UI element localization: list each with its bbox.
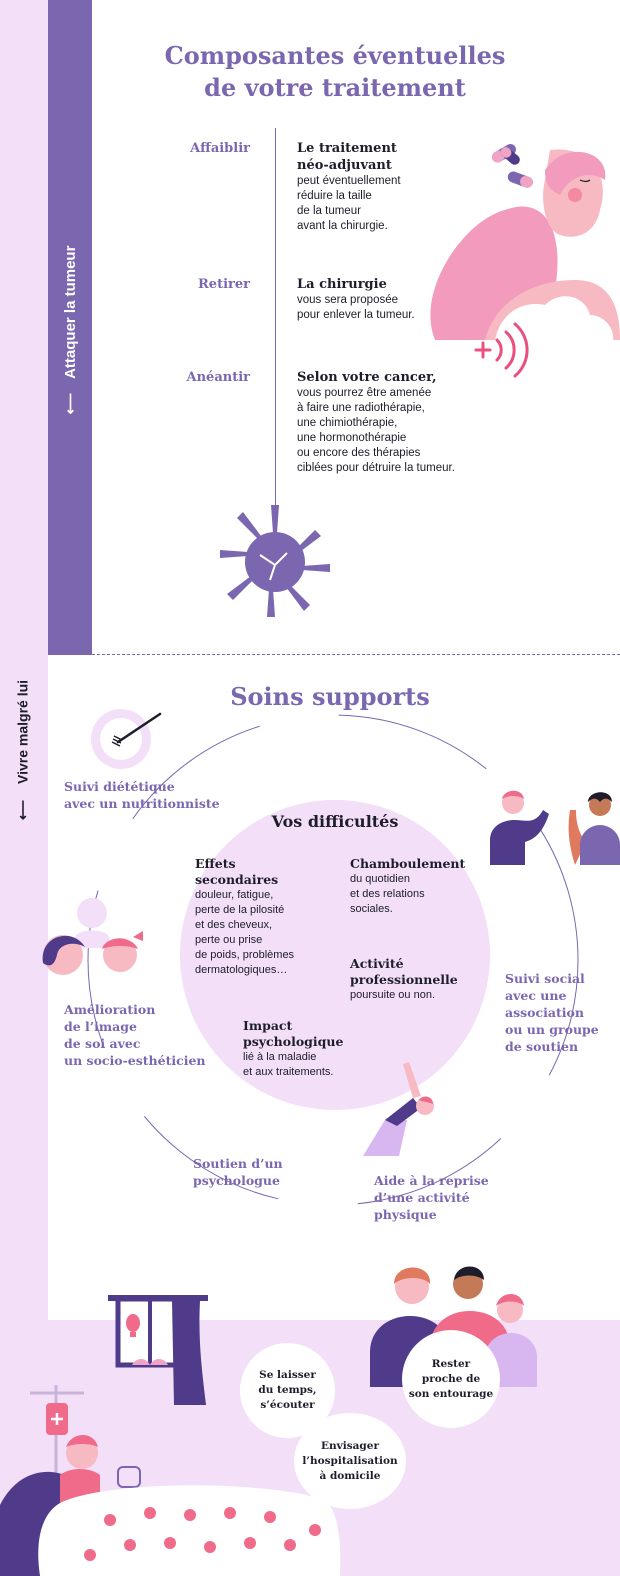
- high-five-illustration: [490, 790, 620, 865]
- plate-fork-icon: [91, 709, 162, 769]
- patient-bed-illustration: [0, 1385, 341, 1576]
- difficulties-circle: [180, 800, 490, 1110]
- step-remove: La chirurgie vous sera proposée pour enl…: [297, 277, 415, 321]
- self-image-illustration: [42, 898, 143, 975]
- bubble-family: Rester proche de son entourage: [402, 1330, 500, 1428]
- difficulty-work: Activité professionnelle poursuite ou no…: [350, 956, 458, 1001]
- support-psy: Soutien d’un psychologue: [193, 1156, 283, 1188]
- support-sport: Aide à la reprise d’une activité physiqu…: [374, 1173, 489, 1222]
- bubble-home-hospital: Envisager l’hospitalisation à domicile: [294, 1413, 406, 1509]
- support-diet: Suivi diététique avec un nutritionniste: [64, 779, 220, 811]
- treatment-title: Composantes éventuelles de votre traitem…: [164, 41, 506, 102]
- supports-ring: [87, 714, 579, 1206]
- support-social: Suivi social avec une association ou un …: [505, 971, 599, 1054]
- difficulty-side-effects: Effets secondaires douleur, fatigue, per…: [195, 856, 295, 976]
- step-weaken: Le traitement néo-adjuvant peut éventuel…: [297, 141, 401, 232]
- tumor-icon: [220, 505, 330, 617]
- step-verb-weaken: Affaiblir: [190, 141, 250, 156]
- step-verb-remove: Retirer: [198, 277, 250, 292]
- window-illustration: [108, 1295, 208, 1405]
- difficulty-upheaval: Chamboulement du quotidien et des relati…: [350, 856, 466, 915]
- section-divider: [92, 654, 620, 655]
- timeline-line: [275, 128, 276, 513]
- supports-title: Soins supports: [230, 682, 430, 711]
- difficulties-title: Vos difficultés: [271, 812, 399, 831]
- yoga-illustration: [363, 1062, 434, 1156]
- difficulty-psych: Impact psychologique lié à la maladie et…: [243, 1018, 344, 1078]
- attack-sidebar: [48, 0, 92, 655]
- radiation-icon: [474, 322, 529, 378]
- woman-pills-illustration: [430, 144, 620, 340]
- support-image: Amélioration de l’image de soi avec un s…: [64, 1002, 206, 1068]
- step-verb-destroy: Anéantir: [186, 370, 250, 385]
- step-destroy: Selon votre cancer, vous pourrez être am…: [297, 370, 455, 474]
